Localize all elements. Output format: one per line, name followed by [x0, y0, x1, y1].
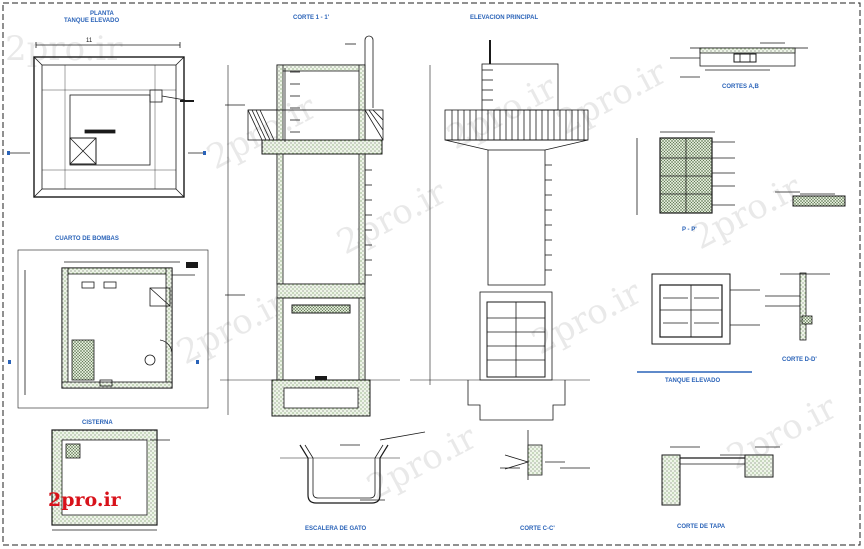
watermark-text: 2pro.ir — [525, 272, 648, 363]
title-sections-ab: CORTES A,B — [722, 84, 759, 90]
tank-window-detail: TANQUE ELEVADO — [637, 273, 760, 384]
title-cistern: CISTERNA — [82, 420, 113, 426]
watermark-text: 2pro.ir — [330, 172, 453, 263]
plan-dimension: 11 — [86, 38, 93, 44]
title-cat-ladder: ESCALERA DE GATO — [305, 526, 367, 532]
cistern-plan: CISTERNA — [51, 420, 170, 531]
watermark-text: 2pro.ir — [550, 52, 673, 143]
title-section-dd: CORTE D-D' — [782, 357, 817, 363]
site-logo: 2pro.ir — [48, 489, 122, 511]
watermark-text: 2pro.ir — [5, 29, 123, 69]
title-tank-window: TANQUE ELEVADO — [665, 378, 720, 384]
title-plan: PLANTA — [90, 11, 115, 17]
section-1-1: CORTE 1 - 1' — [220, 15, 400, 417]
section-d-d: CORTE D-D' — [765, 272, 830, 363]
watermark-text: 2pro.ir — [360, 417, 483, 508]
title-pump-room: CUARTO DE BOMBAS — [55, 236, 119, 242]
watermark-text: 2pro.ir — [440, 67, 563, 158]
detail-p-p: P - P' — [636, 131, 846, 233]
watermark-text: 2pro.ir — [170, 282, 293, 373]
title-section-1: CORTE 1 - 1' — [293, 15, 330, 21]
section-c-c: CORTE C-C' — [500, 430, 590, 532]
title-plan-sub: TANQUE ELEVADO — [64, 18, 119, 24]
main-elevation: ELEVACION PRINCIPAL — [410, 15, 590, 421]
lid-section-detail: CORTE DE TAPA — [661, 446, 780, 530]
title-elevation: ELEVACION PRINCIPAL — [470, 15, 538, 21]
sections-a-b: CORTES A,B — [670, 42, 808, 90]
title-section-cc: CORTE C-C' — [520, 526, 555, 532]
cat-ladder-detail: ESCALERA DE GATO — [280, 431, 426, 532]
watermark-text: 2pro.ir — [200, 87, 323, 178]
pump-room-plan: CUARTO DE BOMBAS — [8, 236, 209, 409]
title-pp: P - P' — [682, 227, 697, 233]
title-lid-section: CORTE DE TAPA — [677, 524, 726, 530]
plan-elevated-tank: PLANTA TANQUE ELEVADO 11 — [7, 11, 206, 198]
